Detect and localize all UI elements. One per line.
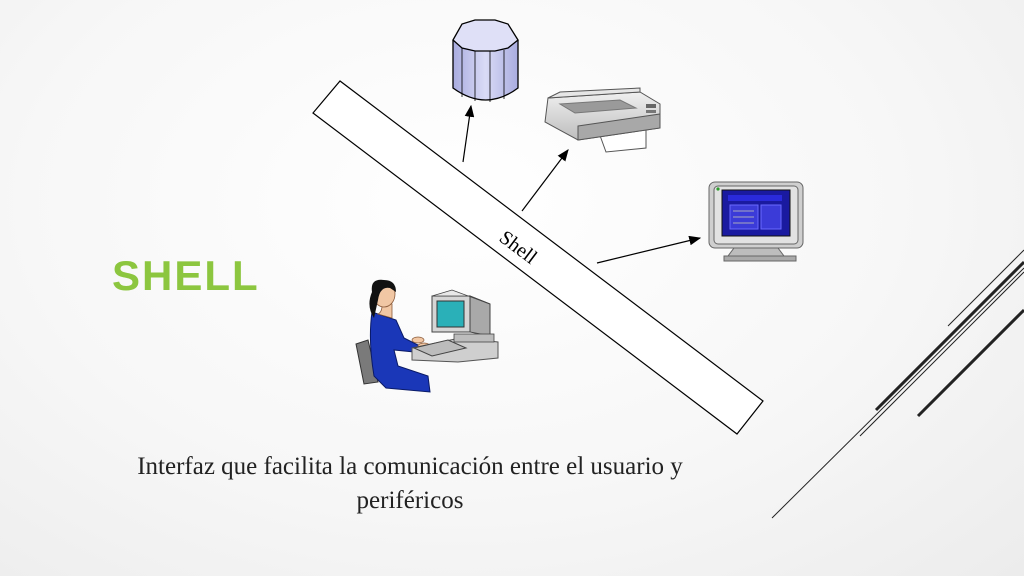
printer-icon [544,87,661,153]
decorative-corner-lines [771,249,1024,519]
arrow-to-database [462,104,475,163]
slide-title: SHELL [112,252,260,299]
user-at-computer-icon [355,279,499,393]
shell-band: Shell [312,80,764,435]
monitor-icon [708,181,804,262]
arrows [462,104,702,264]
arrow-to-monitor [596,235,702,264]
database-cylinder-icon [452,19,519,102]
arrow-to-printer [521,149,569,212]
slide-caption: Interfaz que facilita la comunicación en… [137,453,683,514]
